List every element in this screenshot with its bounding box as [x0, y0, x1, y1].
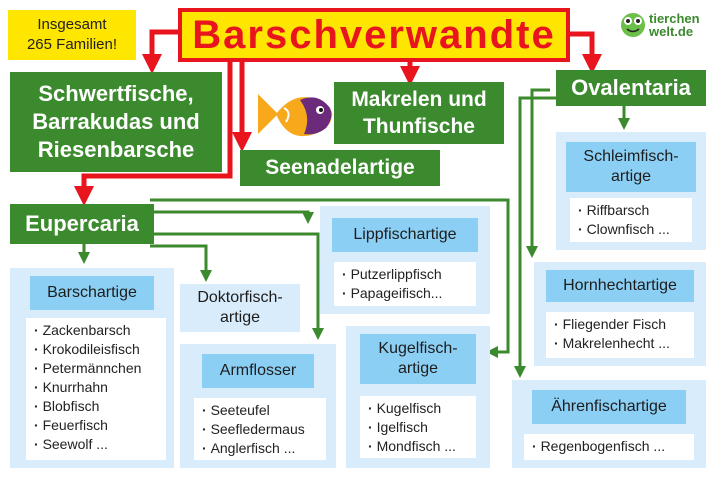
header-hornhechtartige: Hornhechtartige: [546, 270, 694, 302]
arrow-to-armflosser: [150, 232, 324, 340]
list-item: Papageifisch...: [342, 284, 476, 303]
header-doktorfischartige: Doktorfisch- artige: [180, 284, 300, 332]
panel-aehrenfischartige: Ährenfischartige Regenbogenfisch ...: [512, 380, 706, 468]
header-kugelfischartige: Kugelfisch- artige: [360, 334, 476, 384]
arrow-to-schwertfische: [142, 29, 178, 74]
header-barschartige: Barschartige: [30, 276, 154, 310]
node-ovalentaria: Ovalentaria: [556, 70, 706, 106]
site-logo[interactable]: tierchen welt.de: [620, 10, 712, 40]
list-item: Kugelfisch: [368, 399, 476, 418]
list-item: Petermännchen: [34, 359, 166, 378]
header-schleimfischartige: Schleimfisch- artige: [566, 142, 696, 192]
list-item: Putzerlippfisch: [342, 265, 476, 284]
list-schleimfischartige: Riffbarsch Clownfisch ...: [570, 198, 692, 242]
list-item: Seefledermaus: [202, 420, 326, 439]
list-kugelfischartige: Kugelfisch Igelfisch Mondfisch ...: [360, 396, 476, 458]
frog-logo-icon: [621, 13, 645, 37]
arrow-to-ovalentaria: [570, 31, 602, 74]
node-schwertfische: Schwertfische, Barrakudas und Riesenbars…: [10, 72, 222, 172]
arrow-to-doktorfisch: [150, 244, 212, 282]
node-eupercaria: Eupercaria: [10, 204, 154, 244]
list-armflosser: Seeteufel Seefledermaus Anglerfisch ...: [194, 398, 326, 460]
logo-text-line-1: tierchen: [649, 11, 700, 26]
panel-hornhechtartige: Hornhechtartige Fliegender Fisch Makrele…: [534, 262, 706, 366]
list-item: Igelfisch: [368, 418, 476, 437]
header-lippfischartige: Lippfischartige: [332, 218, 478, 252]
panel-lippfischartige: Lippfischartige Putzerlippfisch Papageif…: [320, 206, 490, 314]
list-item: Krokodileisfisch: [34, 340, 166, 359]
node-makrelen: Makrelen und Thunfische: [334, 82, 504, 144]
page-title: Barschverwandte: [178, 8, 570, 62]
families-count-badge: Insgesamt 265 Familien!: [8, 10, 136, 60]
arrow-to-lippfisch: [150, 210, 314, 224]
list-aehrenfischartige: Regenbogenfisch ...: [524, 434, 694, 460]
panel-schleimfischartige: Schleimfisch- artige Riffbarsch Clownfis…: [556, 132, 706, 250]
list-item: Feuerfisch: [34, 416, 166, 435]
list-item: Seeteufel: [202, 401, 326, 420]
list-item: Mondfisch ...: [368, 437, 476, 456]
list-item: Makrelenhecht ...: [554, 334, 694, 353]
arrow-to-aehrenfisch: [514, 96, 556, 378]
list-item: Seewolf ...: [34, 435, 166, 454]
list-item: Knurrhahn: [34, 378, 166, 397]
arrow-to-kugelfisch: [150, 198, 510, 358]
arrow-to-eupercaria: [74, 62, 233, 206]
panel-doktorfischartige: Doktorfisch- artige: [180, 284, 300, 332]
list-item: Riffbarsch: [578, 201, 692, 220]
list-item: Clownfisch ...: [578, 220, 692, 239]
fish-illustration: [258, 94, 333, 137]
header-aehrenfischartige: Ährenfischartige: [532, 390, 686, 424]
list-item: Anglerfisch ...: [202, 439, 326, 458]
node-seenadelartige: Seenadelartige: [240, 150, 440, 186]
list-item: Blobfisch: [34, 397, 166, 416]
list-item: Zackenbarsch: [34, 321, 166, 340]
header-armflosser: Armflosser: [202, 354, 314, 388]
list-barschartige: Zackenbarsch Krokodileisfisch Petermännc…: [26, 318, 166, 460]
arrow-to-hornhecht: [526, 88, 550, 258]
list-item: Fliegender Fisch: [554, 315, 694, 334]
list-lippfischartige: Putzerlippfisch Papageifisch...: [334, 262, 476, 306]
panel-armflosser: Armflosser Seeteufel Seefledermaus Angle…: [180, 344, 336, 468]
panel-kugelfischartige: Kugelfisch- artige Kugelfisch Igelfisch …: [346, 326, 490, 468]
list-hornhechtartige: Fliegender Fisch Makrelenhecht ...: [546, 312, 694, 358]
logo-text-line-2: welt.de: [649, 24, 694, 39]
list-item: Regenbogenfisch ...: [532, 437, 694, 456]
panel-barschartige: Barschartige Zackenbarsch Krokodileisfis…: [10, 268, 174, 468]
